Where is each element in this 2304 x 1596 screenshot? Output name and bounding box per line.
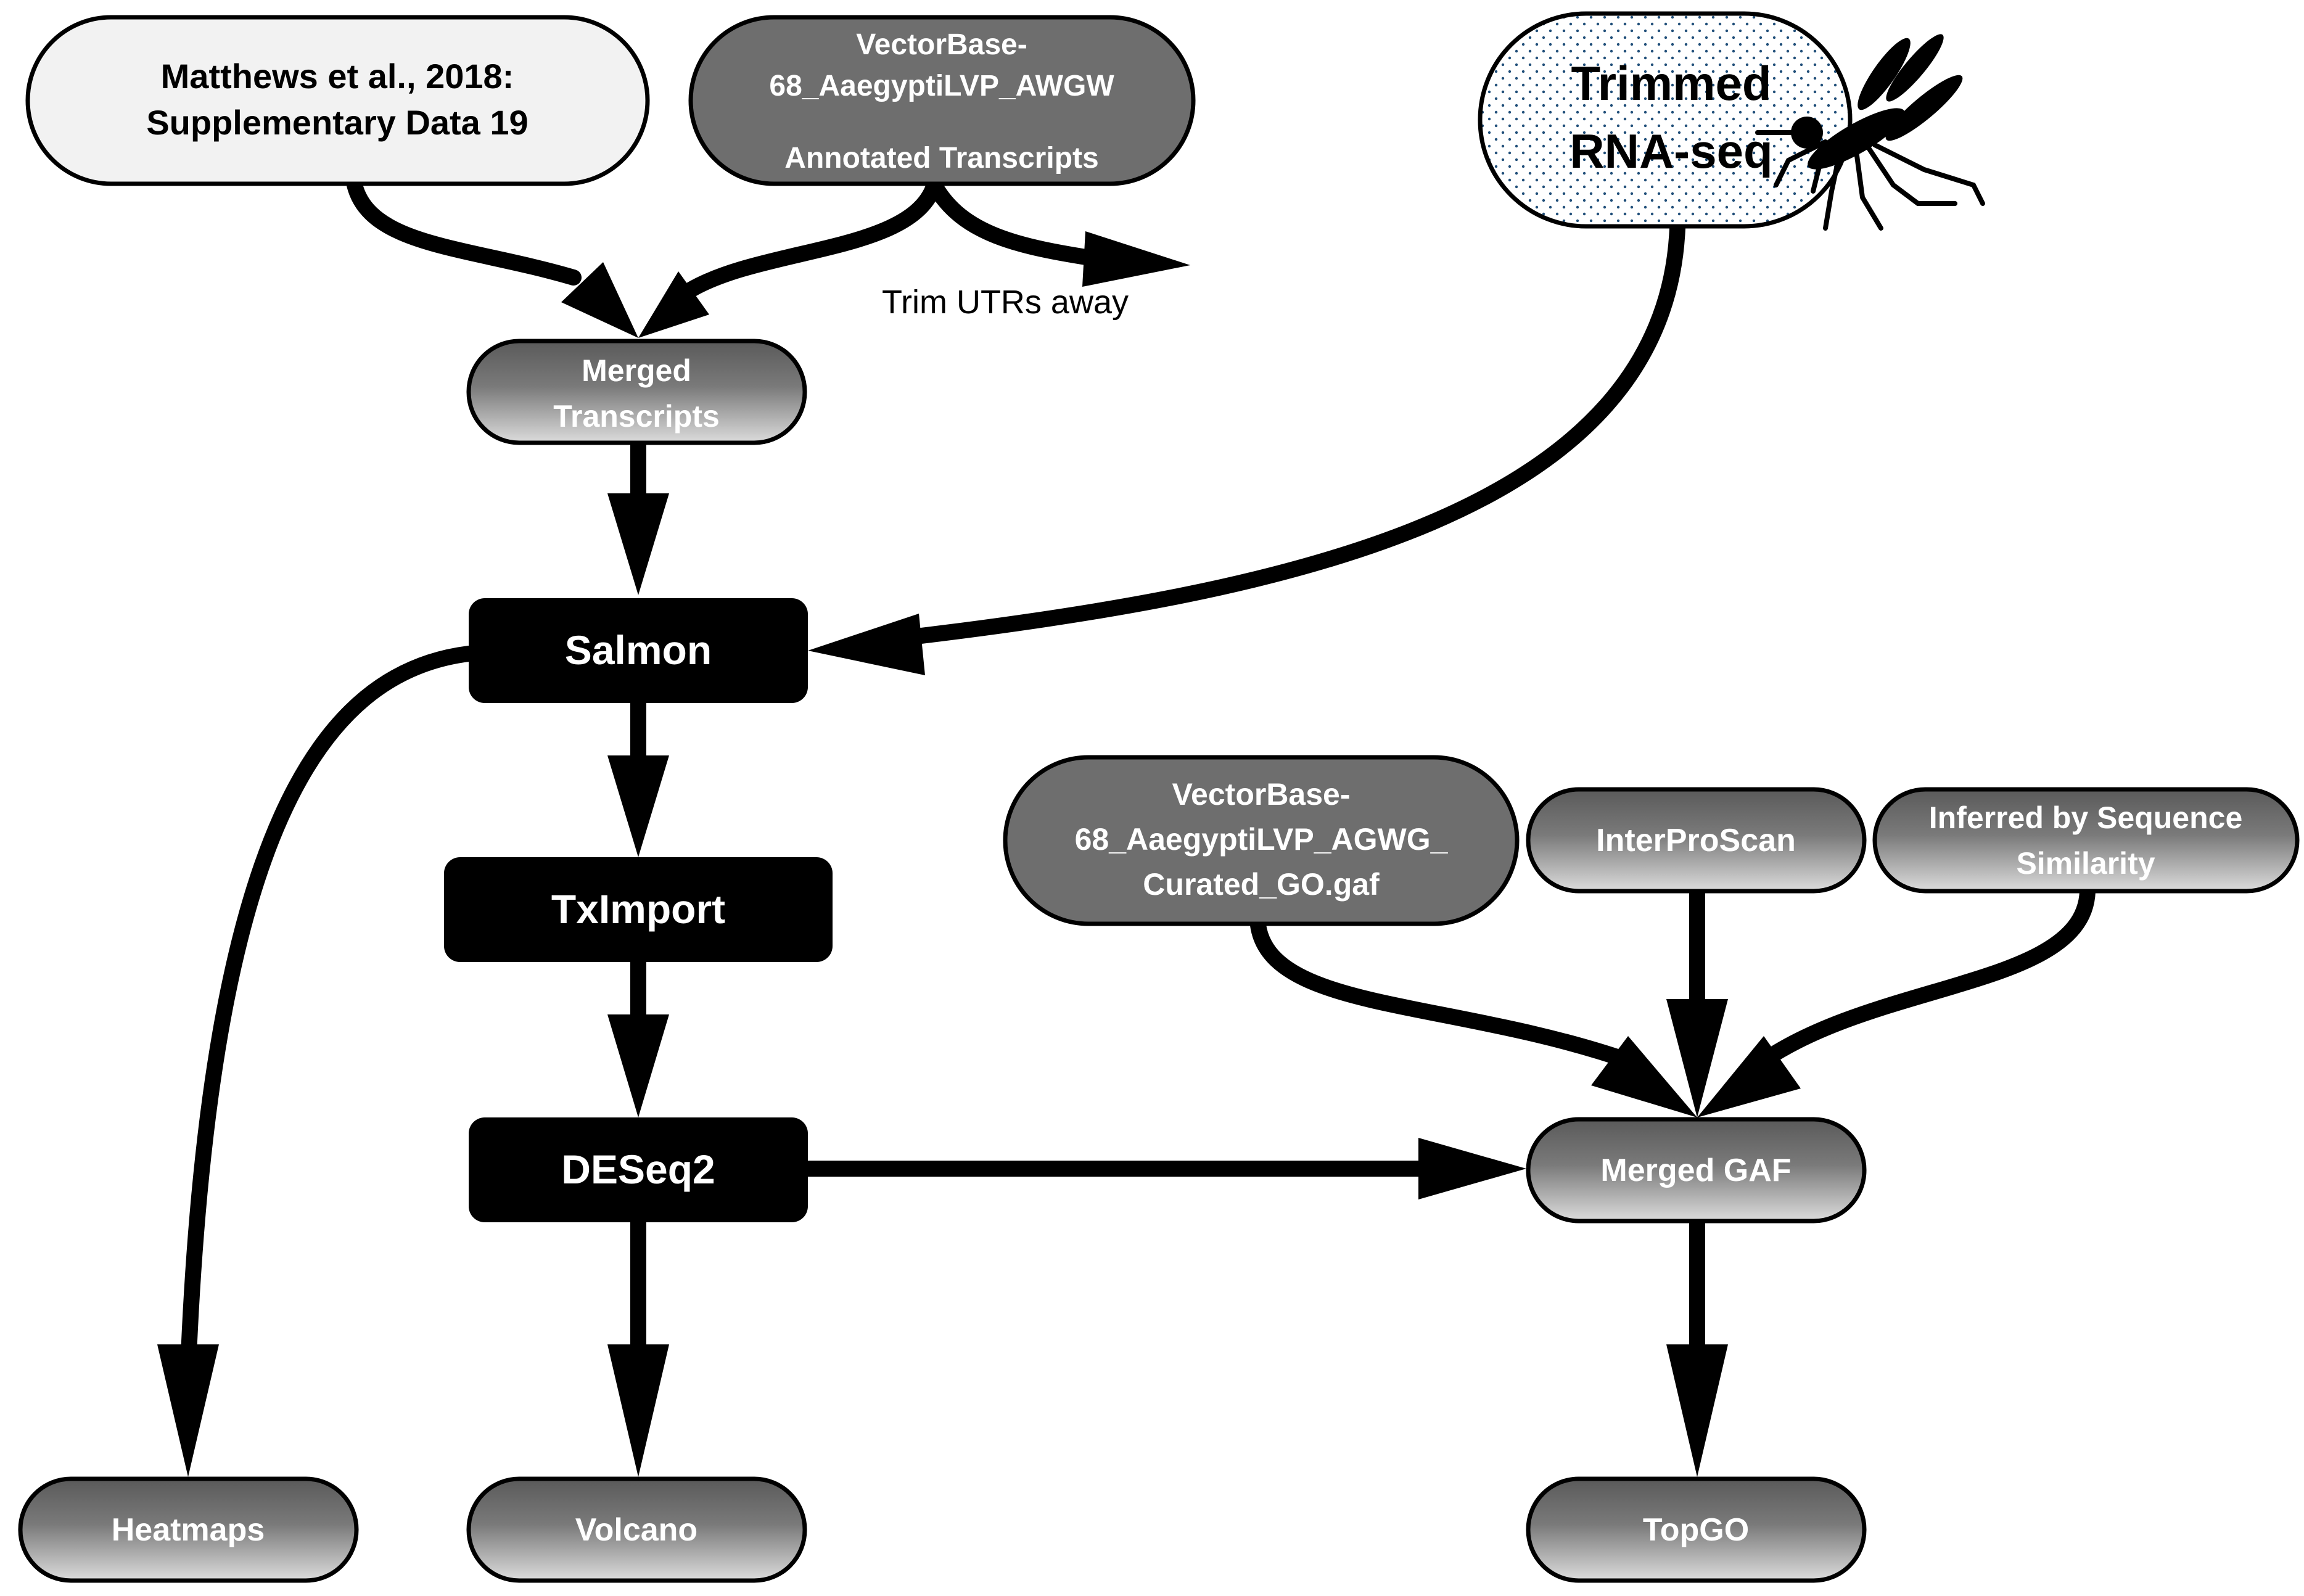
arrowhead-merged-salmon: [607, 493, 669, 595]
node-vectorbase-go: VectorBase- 68_AaegyptiLVP_AGWG_ Curated…: [1003, 755, 1520, 926]
tximport-label: TxImport: [551, 886, 725, 932]
arrowhead-matthews-merged: [561, 262, 638, 338]
inferred-line1: Inferred by Sequence: [1929, 800, 2243, 835]
arrowhead-vbgo-mergedgaf: [1591, 1036, 1697, 1117]
vb-transcripts-line2: 68_AaegyptiLVP_AWGW: [769, 70, 1114, 102]
arrowhead-mergedgaf-topgo: [1666, 1344, 1728, 1477]
matthews-line2: Supplementary Data 19: [146, 103, 528, 142]
mosquito-icon: [1755, 34, 1985, 231]
salmon-label: Salmon: [565, 627, 712, 673]
arrowhead-salmon-heatmaps: [157, 1344, 219, 1477]
vb-go-line1: VectorBase-: [1172, 777, 1350, 812]
node-trimmed-rnaseq: Trimmed RNA-seq: [1478, 11, 1853, 229]
arrowheads: [157, 231, 1801, 1477]
arrowhead-deseq2-volcano: [607, 1344, 669, 1477]
arrowhead-salmon-tximport: [607, 755, 669, 857]
volcano-label: Volcano: [575, 1512, 697, 1548]
node-vectorbase-transcripts: VectorBase- 68_AaegyptiLVP_AWGW Annotate…: [688, 15, 1196, 186]
node-deseq2: DESeq2: [469, 1117, 808, 1222]
vb-go-line3: Curated_GO.gaf: [1143, 867, 1380, 902]
node-merged-transcripts: Merged Transcripts: [466, 339, 807, 445]
node-heatmaps: Heatmaps: [18, 1476, 359, 1583]
node-matthews: Matthews et al., 2018: Supplementary Dat…: [25, 15, 650, 186]
node-merged-gaf: Merged GAF: [1526, 1117, 1867, 1224]
arrowhead-rnaseq-salmon: [808, 614, 925, 675]
deseq2-label: DESeq2: [561, 1146, 715, 1192]
edge-inferred-to-mergedgaf: [1756, 883, 2096, 1069]
heatmaps-label: Heatmaps: [112, 1512, 265, 1548]
edge-matthews-to-merged: [347, 177, 582, 286]
node-volcano: Volcano: [466, 1476, 807, 1583]
arrowhead-vb-merged: [638, 271, 709, 338]
merged-transcripts-line2: Transcripts: [553, 399, 720, 434]
matthews-line1: Matthews et al., 2018:: [161, 57, 514, 96]
vb-transcripts-line1: VectorBase-: [856, 28, 1027, 61]
arrowhead-inferred-mergedgaf: [1697, 1036, 1801, 1117]
edge-vbgo-to-mergedgaf: [1250, 917, 1636, 1069]
arrowhead-trim-utrs: [1082, 231, 1190, 287]
vb-transcripts-line3: Annotated Transcripts: [784, 142, 1098, 175]
node-inferred-similarity: Inferred by Sequence Similarity: [1872, 787, 2300, 894]
node-interproscan: InterProScan: [1526, 787, 1867, 894]
edge-vb-to-merged: [683, 177, 942, 298]
rnaseq-line2: RNA-seq: [1570, 124, 1772, 178]
interproscan-label: InterProScan: [1596, 823, 1796, 858]
arrowhead-tximport-deseq2: [607, 1014, 669, 1117]
rnaseq-line1: Trimmed: [1571, 56, 1771, 110]
edge-vb-trim-utrs: [926, 177, 1106, 267]
arrowhead-deseq2-mergedgaf: [1418, 1138, 1526, 1199]
arrowhead-interpro-mergedgaf: [1666, 999, 1728, 1117]
trim-utrs-label: Trim UTRs away: [882, 284, 1129, 321]
topgo-label: TopGO: [1643, 1512, 1749, 1548]
node-salmon: Salmon: [469, 598, 808, 703]
inferred-line2: Similarity: [2016, 846, 2155, 881]
edge-rnaseq-to-salmon: [892, 220, 1685, 646]
edge-salmon-to-heatmaps: [180, 646, 477, 1377]
node-topgo: TopGO: [1526, 1476, 1867, 1583]
node-tximport: TxImport: [444, 857, 833, 962]
vb-go-line2: 68_AaegyptiLVP_AGWG_: [1075, 822, 1449, 857]
merged-gaf-label: Merged GAF: [1600, 1153, 1791, 1188]
merged-transcripts-line1: Merged: [582, 353, 691, 388]
